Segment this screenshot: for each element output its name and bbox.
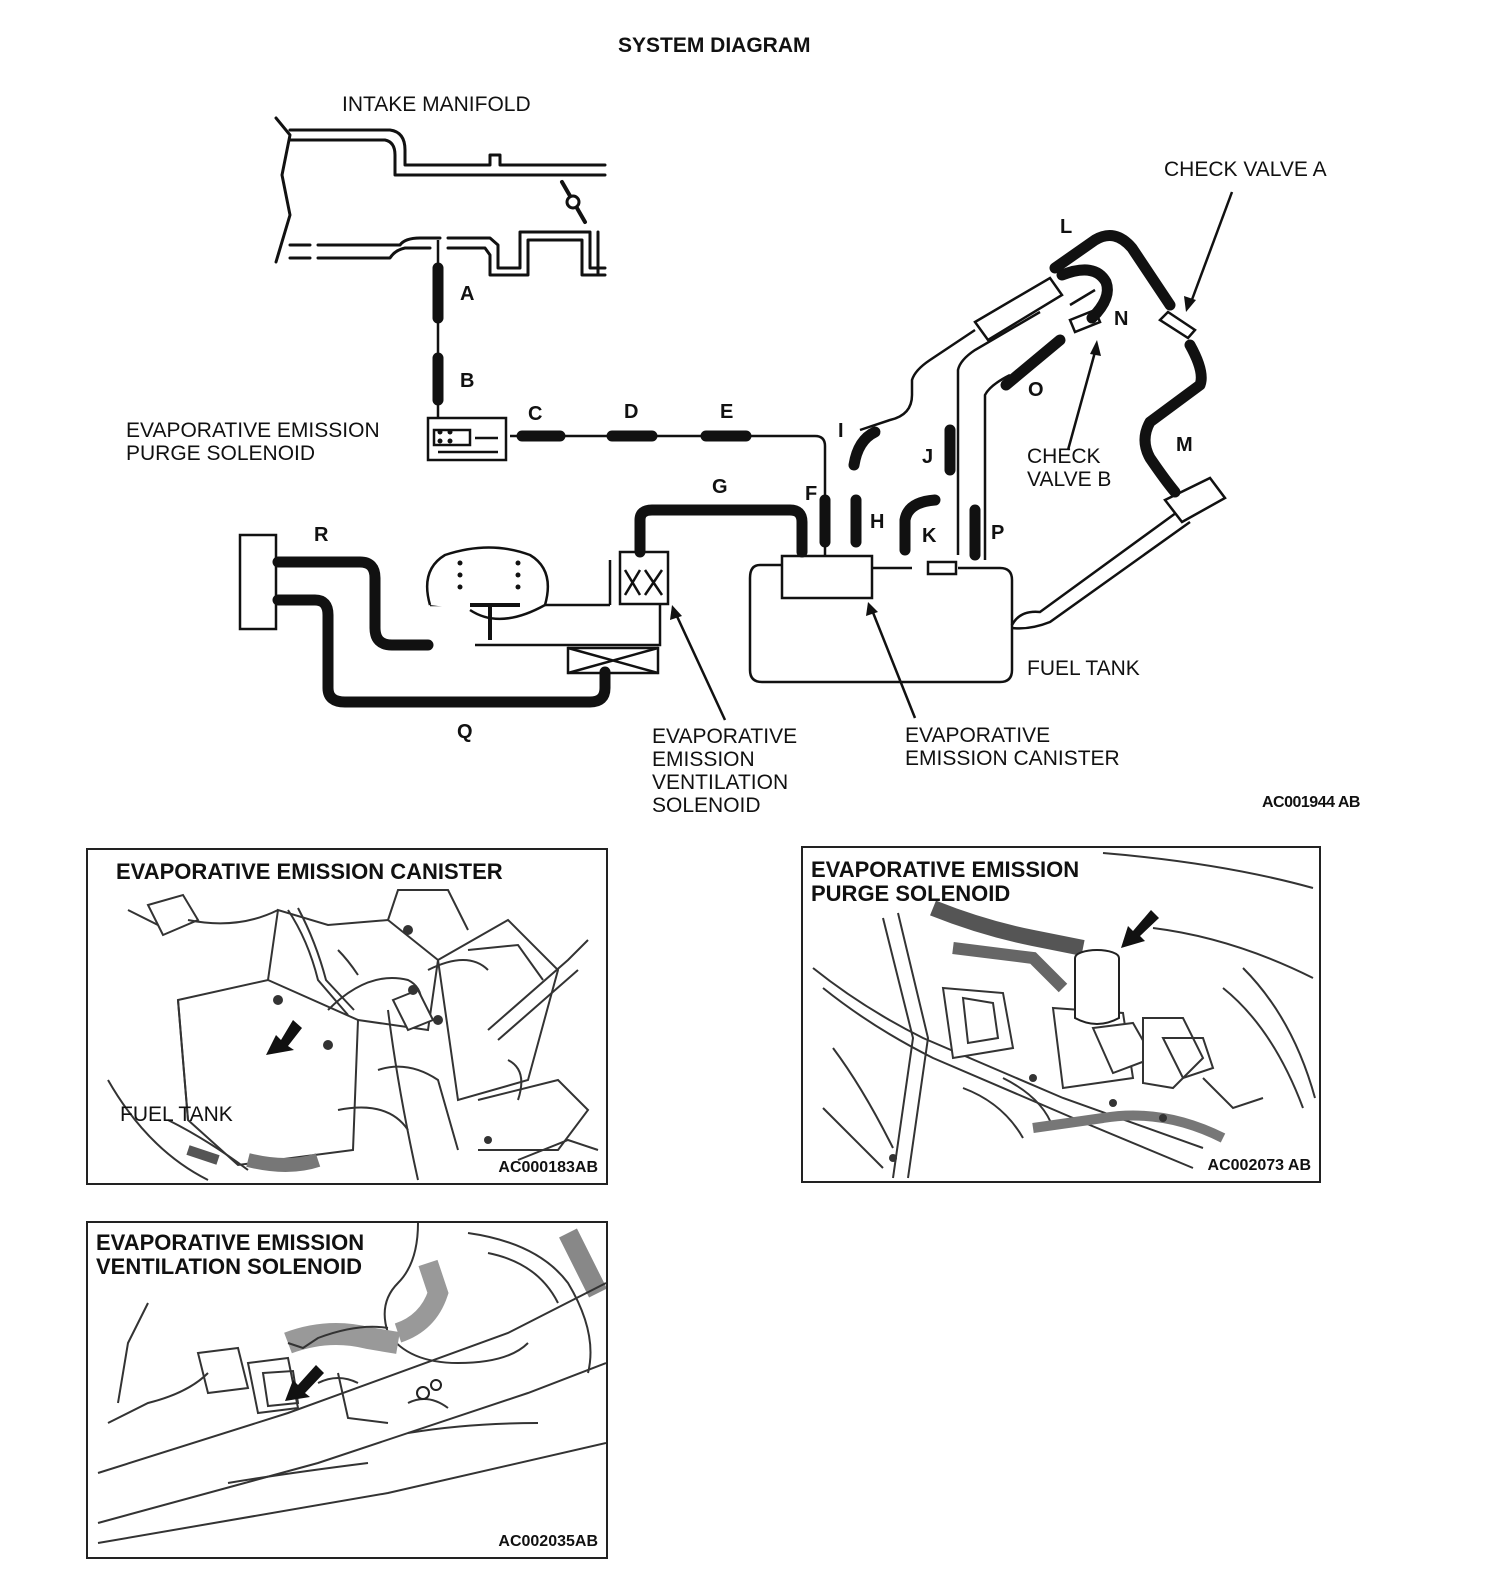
purge-panel-title-1: EVAPORATIVE EMISSION	[811, 857, 1080, 882]
ventilation-panel-code: AC002035AB	[498, 1533, 598, 1550]
vent-solenoid-body	[618, 550, 670, 606]
hose-label-f: F	[805, 483, 818, 505]
canister-location-panel: EVAPORATIVE EMISSION CANISTER FUEL TANK …	[86, 848, 608, 1185]
hose-i	[848, 426, 881, 471]
purge-solenoid-photo-illustration	[812, 852, 1316, 1179]
hose-label-r: R	[314, 524, 329, 546]
purge-panel-title-2: PURGE SOLENOID	[811, 881, 1011, 906]
check-valve-a-label: CHECK VALVE A	[1164, 158, 1327, 181]
hose-label-c: C	[528, 403, 543, 425]
canister-label-2: EMISSION CANISTER	[905, 747, 1120, 770]
hose-label-d: D	[624, 401, 639, 423]
canister-location-arrow	[266, 1020, 302, 1055]
purge-panel-code: AC002073 AB	[1207, 1157, 1311, 1174]
check-valve-b-label-2: VALVE B	[1027, 468, 1112, 491]
hose-label-j: J	[922, 446, 934, 468]
fuel-tank-outline	[748, 508, 1181, 684]
intake-manifold-bottom	[288, 236, 442, 247]
hose-q	[272, 594, 611, 708]
purge-solenoid-location-panel: EVAPORATIVE EMISSION PURGE SOLENOID AC00…	[801, 846, 1321, 1183]
hose-l	[1049, 230, 1176, 311]
check-valve-b-label-1: CHECK	[1027, 445, 1101, 468]
ventilation-solenoid-label-3: VENTILATION	[652, 771, 789, 794]
ventilation-solenoid-label-4: SOLENOID	[652, 794, 761, 817]
purge-solenoid-label-1: EVAPORATIVE EMISSION	[126, 419, 380, 442]
canister-box	[780, 554, 874, 600]
canister-panel-fuel-tank-label: FUEL TANK	[120, 1103, 233, 1126]
system-diagram	[238, 116, 1234, 721]
canister-panel-title: EVAPORATIVE EMISSION CANISTER	[116, 859, 503, 884]
hose-m	[1139, 339, 1207, 498]
hose-label-o: O	[1028, 379, 1044, 401]
ventilation-solenoid-photo-illustration	[97, 1223, 606, 1544]
intake-manifold-outline	[274, 116, 292, 264]
hose-label-e: E	[720, 401, 734, 423]
hose-label-n: N	[1114, 308, 1129, 330]
hose-label-g: G	[712, 476, 728, 498]
fuel-pump-dome	[425, 546, 550, 621]
hose-label-l: L	[1060, 216, 1073, 238]
hose-r	[272, 556, 434, 651]
hose-label-b: B	[460, 370, 475, 392]
intake-manifold-top-inner	[288, 138, 607, 177]
page-title: SYSTEM DIAGRAM	[618, 34, 811, 57]
check-valve-a-body	[1158, 310, 1197, 340]
fuel-tank-label: FUEL TANK	[1027, 657, 1140, 680]
hose-g	[634, 504, 808, 558]
hose-o	[1000, 334, 1066, 391]
hose-k	[899, 494, 941, 556]
canister-label-1: EVAPORATIVE	[905, 724, 1051, 747]
purge-solenoid-cylinder	[1074, 949, 1120, 1025]
hose-label-p: P	[991, 522, 1005, 544]
diagram-code: AC001944 AB	[1262, 794, 1360, 811]
hose-label-i: I	[838, 420, 844, 442]
ventilation-solenoid-label-1: EVAPORATIVE	[652, 725, 798, 748]
ventilation-panel-title-1: EVAPORATIVE EMISSION	[96, 1230, 365, 1255]
purge-solenoid-label-2: PURGE SOLENOID	[126, 442, 316, 465]
ventilation-panel-title-2: VENTILATION SOLENOID	[96, 1254, 363, 1279]
purge-solenoid-location-arrow	[1121, 910, 1159, 948]
hose-n	[1056, 264, 1113, 324]
ventilation-solenoid-location-arrow	[285, 1365, 324, 1401]
hose-label-m: M	[1176, 434, 1193, 456]
hose-label-h: H	[870, 511, 885, 533]
canister-photo-illustration	[107, 889, 599, 1181]
canister-panel-code: AC000183AB	[498, 1159, 598, 1176]
intake-manifold-label: INTAKE MANIFOLD	[342, 93, 531, 116]
ventilation-solenoid-location-panel: EVAPORATIVE EMISSION VENTILATION SOLENOI…	[86, 1221, 608, 1559]
hose-label-a: A	[460, 283, 475, 305]
hose-label-k: K	[922, 525, 937, 547]
ventilation-solenoid-label-2: EMISSION	[652, 748, 755, 771]
intake-manifold-top	[288, 128, 607, 167]
hose-label-q: Q	[457, 721, 473, 743]
left-device	[238, 533, 278, 631]
